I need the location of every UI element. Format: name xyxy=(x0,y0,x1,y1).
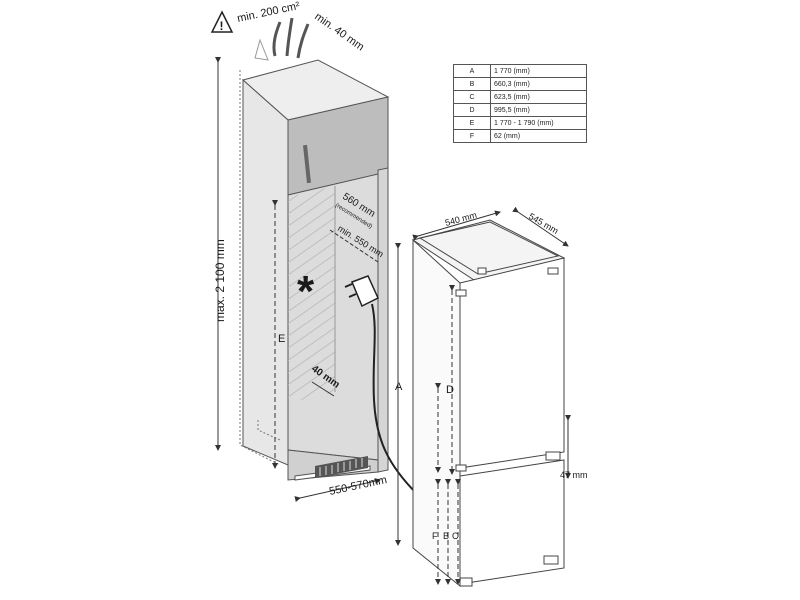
dimension-value: 1 770 (mm) xyxy=(490,64,587,78)
fridge-width-line xyxy=(412,210,501,241)
max-height-label: max. 2 100 mm xyxy=(213,239,227,322)
niche-width-line xyxy=(294,478,381,503)
niche-depth-line xyxy=(329,229,379,263)
dimension-value: 1 770 - 1 790 (mm) xyxy=(490,116,587,130)
dimension-value: 995,5 (mm) xyxy=(490,103,587,117)
fridge-hinges xyxy=(455,267,561,587)
warning-icon: ! xyxy=(210,10,234,33)
cabinet-outline-dotted xyxy=(239,70,281,466)
top-gap-label: min. 40 mm xyxy=(312,11,366,54)
f-label: F xyxy=(432,531,438,541)
b-label: B xyxy=(443,531,449,541)
dimension-key: B xyxy=(453,77,491,91)
d-label: D xyxy=(446,384,454,396)
dimension-value: 62 (mm) xyxy=(490,129,587,143)
dimension-key: D xyxy=(453,103,491,117)
dimension-key: A xyxy=(453,64,491,78)
a-label: A xyxy=(395,381,403,393)
fridge-unit xyxy=(411,219,566,588)
dimension-key: C xyxy=(453,90,491,104)
fridge-depth-label: 545 mm xyxy=(527,211,560,236)
plinth-vent xyxy=(315,456,368,478)
rear-gap-line xyxy=(311,381,335,397)
power-plug-icon xyxy=(344,275,379,308)
airflow-arrows-icon xyxy=(272,17,310,59)
kitchen-cabinet xyxy=(241,59,390,481)
vent-grille xyxy=(254,38,269,61)
dimension-key: E xyxy=(453,116,491,130)
dimension-key: F xyxy=(453,129,491,143)
cabinet-handle xyxy=(303,144,311,184)
e-label: E xyxy=(278,333,285,345)
dimension-value: 623,5 (mm) xyxy=(490,90,587,104)
fridge-depth-line xyxy=(512,206,569,247)
door-gap-label: 47 mm xyxy=(560,470,588,480)
asterisk-marker: * xyxy=(297,267,315,316)
dimension-value: 660,3 (mm) xyxy=(490,77,587,91)
niche-width-label: 550-570mm xyxy=(328,474,388,498)
svg-text:!: ! xyxy=(220,19,224,33)
c-label: C xyxy=(452,531,459,541)
